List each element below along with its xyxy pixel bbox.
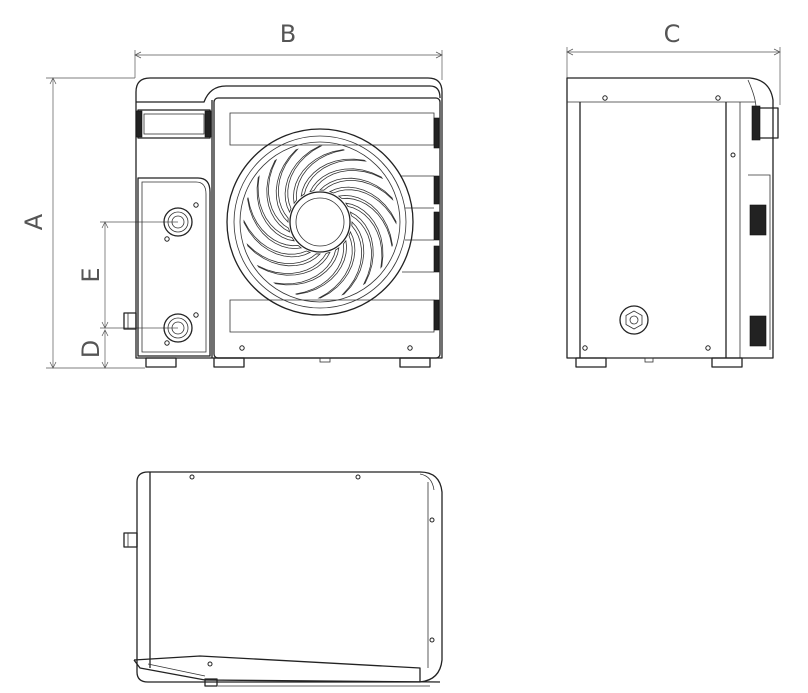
dimension-label-b: B bbox=[280, 20, 296, 48]
fan-blade bbox=[256, 175, 295, 242]
side-view bbox=[566, 77, 779, 368]
fan-blade bbox=[247, 197, 303, 250]
top-view bbox=[123, 471, 443, 687]
dimension-label-d: D bbox=[77, 340, 105, 358]
fan-blade bbox=[246, 243, 321, 267]
fan-blade bbox=[273, 247, 340, 286]
fan-blade bbox=[309, 168, 384, 193]
fan-blade bbox=[317, 230, 356, 299]
fan-blade bbox=[328, 186, 397, 225]
fan-blade bbox=[292, 149, 345, 205]
fan-blade bbox=[284, 145, 323, 214]
front-view bbox=[123, 77, 443, 368]
fan-blade bbox=[345, 202, 384, 269]
fan-blade bbox=[319, 177, 394, 201]
fan-blade bbox=[275, 148, 299, 223]
fan-blade bbox=[266, 158, 291, 233]
dimension-lines bbox=[46, 47, 781, 369]
fan-blade bbox=[337, 194, 393, 247]
fan-blade bbox=[295, 239, 348, 295]
dimension-label-e: E bbox=[77, 267, 105, 282]
fan-blade bbox=[256, 251, 331, 276]
dimension-label-c: C bbox=[664, 20, 681, 48]
dimension-label-a: A bbox=[20, 213, 48, 230]
fan-blade bbox=[341, 221, 365, 296]
fan-blade bbox=[349, 211, 374, 286]
fan-blade bbox=[300, 158, 367, 197]
fan-blade bbox=[243, 219, 312, 258]
